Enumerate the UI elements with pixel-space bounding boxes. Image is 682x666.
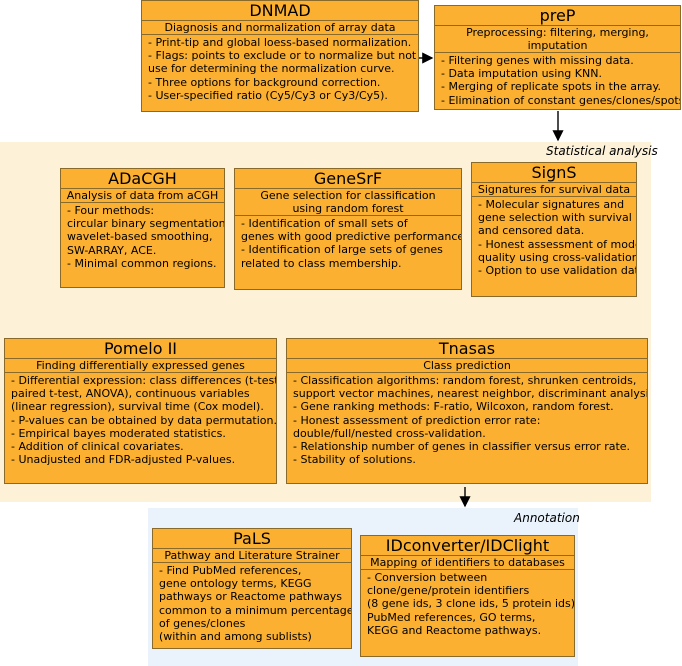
signs-line: and censored data. (478, 224, 585, 238)
signs-subtitle: Signatures for survival data (472, 183, 636, 197)
idconverter-line: PubMed references, GO terms, (367, 610, 536, 624)
genesrf-subtitle-line: using random forest (292, 202, 404, 215)
genesrf-subtitle-line: Gene selection for classification (260, 189, 436, 202)
genesrf-line: - Identification of small sets of (241, 217, 408, 230)
prep-line: - Elimination of constant genes/clones/s… (441, 93, 681, 107)
pomelo-line: - Differential expression: class differe… (11, 374, 277, 387)
pomelo-line: - Unadjusted and FDR-adjusted P-values. (11, 453, 236, 467)
pals-line: of genes/clones (159, 616, 246, 630)
signs-line: - Honest assessment of model (478, 237, 637, 251)
idconverter-subtitle: Mapping of identifiers to databases (361, 556, 574, 570)
pals-line: - Find PubMed references, (159, 564, 302, 577)
adacgh-line: SW-ARRAY, ACE. (67, 243, 157, 257)
dnmad-line: - User-specified ratio (Cy5/Cy3 or Cy3/C… (148, 88, 388, 102)
prep-subtitle: Preprocessing: filtering, merging, imput… (435, 26, 680, 53)
signs-line: - Molecular signatures and (478, 198, 625, 211)
dnmad-line: - Flags: points to exclude or to normali… (148, 49, 417, 63)
pomelo-line: (linear regression), survival time (Cox … (11, 400, 264, 414)
prep-box: preP Preprocessing: filtering, merging, … (434, 5, 681, 110)
genesrf-line: related to class membership. (241, 256, 402, 270)
prep-line: - Data imputation using KNN. (441, 67, 602, 81)
pals-subtitle: Pathway and Literature Strainer (153, 549, 351, 563)
statistical-analysis-label: Statistical analysis (546, 144, 658, 158)
pals-line: common to a minimum percentage (159, 603, 352, 617)
genesrf-line: genes with good predictive performance. (241, 230, 462, 244)
adacgh-line: circular binary segmentation, (67, 217, 225, 231)
genesrf-title: GeneSrF (235, 169, 461, 189)
idconverter-line: KEGG and Reactome pathways. (367, 623, 542, 637)
pomelo-subtitle: Finding differentially expressed genes (5, 359, 276, 373)
pomelo-line: - Addition of clinical covariates. (11, 440, 184, 454)
annotation-label: Annotation (514, 511, 580, 525)
tnasas-line: - Gene ranking methods: F-ratio, Wilcoxo… (293, 400, 614, 414)
pomelo-line: - Empirical bayes moderated statistics. (11, 426, 226, 440)
tnasas-title: Tnasas (287, 339, 647, 359)
pomelo-line: - P-values can be obtained by data permu… (11, 413, 277, 427)
tnasas-line: support vector machines, nearest neighbo… (293, 387, 648, 401)
signs-line: gene selection with survival (478, 211, 632, 225)
tnasas-line: - Stability of solutions. (293, 453, 416, 467)
dnmad-box: DNMAD Diagnosis and normalization of arr… (141, 0, 419, 112)
prep-title: preP (435, 6, 680, 26)
tnasas-subtitle: Class prediction (287, 359, 647, 373)
tnasas-box: Tnasas Class prediction - Classification… (286, 338, 648, 484)
adacgh-line: - Four methods: (67, 204, 155, 217)
adacgh-title: ADaCGH (61, 169, 224, 189)
pals-line: gene ontology terms, KEGG (159, 577, 312, 591)
genesrf-line: - Identification of large sets of genes (241, 243, 443, 257)
dnmad-line: use for determining the normalization cu… (148, 62, 395, 76)
idconverter-title: IDconverter/IDClight (361, 536, 574, 556)
pomelo-line: paired t-test, ANOVA), continuous variab… (11, 387, 250, 401)
idconverter-box: IDconverter/IDClight Mapping of identifi… (360, 535, 575, 657)
signs-line: - Option to use validation data. (478, 264, 637, 278)
adacgh-box: ADaCGH Analysis of data from aCGH - Four… (60, 168, 225, 288)
dnmad-line: - Print-tip and global loess-based norma… (148, 36, 412, 49)
tnasas-line: - Classification algorithms: random fore… (293, 374, 637, 387)
pals-box: PaLS Pathway and Literature Strainer - F… (152, 528, 352, 649)
adacgh-line: wavelet-based smoothing, (67, 230, 213, 244)
idconverter-line: (8 gene ids, 3 clone ids, 5 protein ids)… (367, 597, 575, 611)
adacgh-subtitle: Analysis of data from aCGH (61, 189, 224, 203)
dnmad-line: - Three options for background correctio… (148, 75, 381, 89)
pals-title: PaLS (153, 529, 351, 549)
signs-line: quality using cross-validation. (478, 250, 637, 264)
idconverter-line: - Conversion between (367, 571, 488, 584)
adacgh-line: - Minimal common regions. (67, 256, 217, 270)
genesrf-box: GeneSrF Gene selection for classificatio… (234, 168, 462, 290)
dnmad-subtitle: Diagnosis and normalization of array dat… (142, 21, 418, 35)
genesrf-subtitle: Gene selection for classification using … (235, 189, 461, 216)
pals-line: pathways or Reactome pathways (159, 590, 342, 604)
dnmad-title: DNMAD (142, 1, 418, 21)
idconverter-line: clone/gene/protein identifiers (367, 584, 530, 598)
signs-box: SignS Signatures for survival data - Mol… (471, 162, 637, 297)
prep-line: - Merging of replicate spots in the arra… (441, 80, 661, 94)
tnasas-line: - Relationship number of genes in classi… (293, 440, 631, 454)
tnasas-line: - Honest assessment of prediction error … (293, 413, 541, 427)
prep-line: - Filtering genes with missing data. (441, 54, 634, 67)
pomelo-box: Pomelo II Finding differentially express… (4, 338, 277, 484)
signs-title: SignS (472, 163, 636, 183)
tnasas-line: double/full/nested cross-validation. (293, 426, 486, 440)
pals-line: (within and among sublists) (159, 630, 312, 644)
pomelo-title: Pomelo II (5, 339, 276, 359)
